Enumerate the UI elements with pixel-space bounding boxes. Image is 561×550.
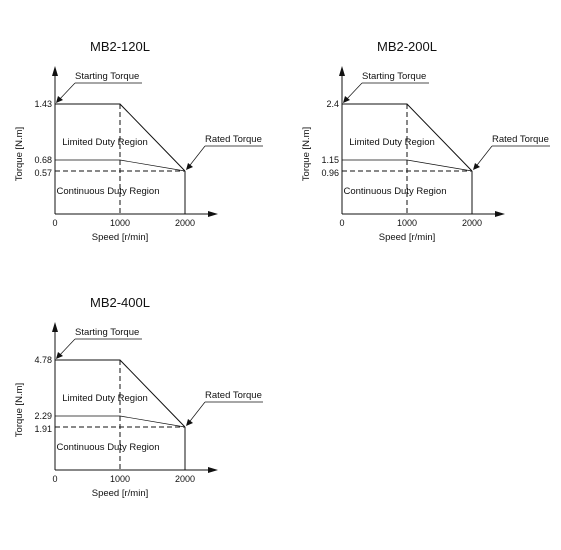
rated-torque-arrow-icon	[186, 419, 193, 426]
x-axis-arrow-icon	[208, 211, 218, 217]
chart-title: MB2-400L	[90, 295, 150, 310]
x-tick-label: 0	[52, 218, 57, 228]
starting-torque-arrow-icon	[343, 96, 350, 103]
x-tick-label: 1000	[110, 218, 130, 228]
chart-title: MB2-200L	[377, 39, 437, 54]
limited-duty-region-label: Limited Duty Region	[62, 393, 148, 404]
x-axis-label: Speed [r/min]	[379, 232, 436, 243]
continuous-duty-region-label: Continuous Duty Region	[57, 442, 160, 453]
rated-torque-arrow-icon	[186, 163, 193, 170]
chart-title: MB2-120L	[90, 39, 150, 54]
y-axis-arrow-icon	[52, 66, 58, 76]
y-tick-label: 0.96	[321, 168, 339, 178]
y-tick-label: 0.57	[34, 168, 52, 178]
y-axis-label: Torque [N.m]	[14, 127, 25, 181]
x-axis-arrow-icon	[208, 467, 218, 473]
y-tick-label: 0.68	[34, 155, 52, 165]
rated-torque-label: Rated Torque	[205, 134, 262, 145]
x-tick-label: 0	[52, 474, 57, 484]
x-axis-arrow-icon	[495, 211, 505, 217]
x-tick-label: 2000	[462, 218, 482, 228]
rated-torque-label: Rated Torque	[205, 390, 262, 401]
continuous-duty-region-label: Continuous Duty Region	[57, 186, 160, 197]
x-tick-label: 0	[339, 218, 344, 228]
x-tick-label: 1000	[397, 218, 417, 228]
starting-torque-arrow-icon	[56, 96, 63, 103]
x-axis-label: Speed [r/min]	[92, 232, 149, 243]
y-tick-label: 1.43	[34, 99, 52, 109]
rated-torque-arrow-icon	[473, 163, 480, 170]
starting-torque-leader	[57, 82, 76, 102]
starting-torque-label: Starting Torque	[362, 71, 426, 82]
limited-duty-region-label: Limited Duty Region	[62, 137, 148, 148]
starting-torque-leader	[57, 338, 76, 358]
y-axis-arrow-icon	[52, 322, 58, 332]
y-tick-label: 4.78	[34, 355, 52, 365]
y-axis-arrow-icon	[339, 66, 345, 76]
starting-torque-arrow-icon	[56, 352, 63, 359]
x-axis-label: Speed [r/min]	[92, 488, 149, 499]
x-tick-label: 2000	[175, 474, 195, 484]
y-tick-label: 2.4	[326, 99, 339, 109]
y-tick-label: 2.29	[34, 411, 52, 421]
y-tick-label: 1.15	[321, 155, 339, 165]
starting-torque-label: Starting Torque	[75, 71, 139, 82]
rated-torque-label: Rated Torque	[492, 134, 549, 145]
x-tick-label: 1000	[110, 474, 130, 484]
continuous-duty-region-label: Continuous Duty Region	[344, 186, 447, 197]
y-tick-label: 1.91	[34, 424, 52, 434]
starting-torque-label: Starting Torque	[75, 327, 139, 338]
x-tick-label: 2000	[175, 218, 195, 228]
starting-torque-leader	[344, 82, 363, 102]
y-axis-label: Torque [N.m]	[301, 127, 312, 181]
y-axis-label: Torque [N.m]	[14, 383, 25, 437]
limited-duty-region-label: Limited Duty Region	[349, 137, 435, 148]
